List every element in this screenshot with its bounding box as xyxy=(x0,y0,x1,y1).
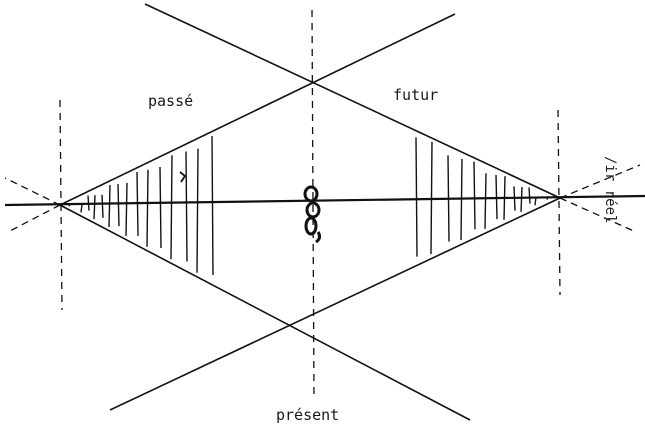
hatch-stroke xyxy=(528,187,531,204)
hatch-stroke xyxy=(541,196,544,198)
hatch-stroke xyxy=(125,182,128,236)
hatch-stroke xyxy=(80,204,83,213)
label-present: présent xyxy=(276,406,340,424)
hatch-stroke xyxy=(546,196,549,200)
hatch-stroke xyxy=(159,166,162,249)
hatching-right-triangle xyxy=(415,137,549,257)
hatch-stroke xyxy=(101,194,104,218)
hatch-stroke xyxy=(108,184,111,228)
hatch-stroke xyxy=(430,141,433,255)
label-future: futur xyxy=(393,86,439,104)
diagonal-line-right-down xyxy=(109,197,561,411)
hatch-stroke xyxy=(136,172,139,237)
hatch-stroke xyxy=(447,155,450,242)
hatch-stroke xyxy=(87,195,90,211)
hatch-stroke xyxy=(196,148,199,273)
dashed-vertical-center xyxy=(311,9,315,401)
diagonal-line-right-up xyxy=(144,3,561,199)
hatch-stroke xyxy=(520,187,523,212)
center-knot-mark xyxy=(303,185,322,244)
diagonal-line-left-down xyxy=(59,204,471,421)
hatch-stroke xyxy=(146,169,149,247)
hatch-stroke xyxy=(503,176,506,220)
hatch-stroke xyxy=(484,173,487,229)
hatch-stroke xyxy=(534,196,537,206)
hatch-stroke xyxy=(117,184,120,227)
hatching-left-triangle xyxy=(68,136,214,276)
hatch-stroke xyxy=(473,161,476,230)
dashed-extension-left-down xyxy=(7,204,61,233)
hatch-stroke xyxy=(495,174,498,220)
dashed-extension-right-up xyxy=(559,164,641,199)
hatch-stroke xyxy=(415,137,418,257)
stray-mark xyxy=(179,171,187,183)
hatch-stroke xyxy=(185,151,188,262)
label-past: passé xyxy=(148,92,194,110)
hatch-stroke xyxy=(93,195,96,220)
label-real-axis: /ir réel xyxy=(602,156,618,224)
hatch-stroke xyxy=(513,186,516,211)
hatch-stroke xyxy=(460,158,463,241)
dashed-extension-right-down xyxy=(559,197,637,233)
dashed-vertical-left xyxy=(59,99,63,311)
dashed-extension-left-up xyxy=(4,177,61,206)
hatch-stroke xyxy=(170,155,173,260)
hatch-stroke xyxy=(68,203,71,207)
horizontal-axis xyxy=(4,194,645,207)
hatch-stroke xyxy=(211,136,214,276)
dashed-vertical-right xyxy=(557,109,561,296)
diagonal-line-left-up xyxy=(59,13,456,206)
